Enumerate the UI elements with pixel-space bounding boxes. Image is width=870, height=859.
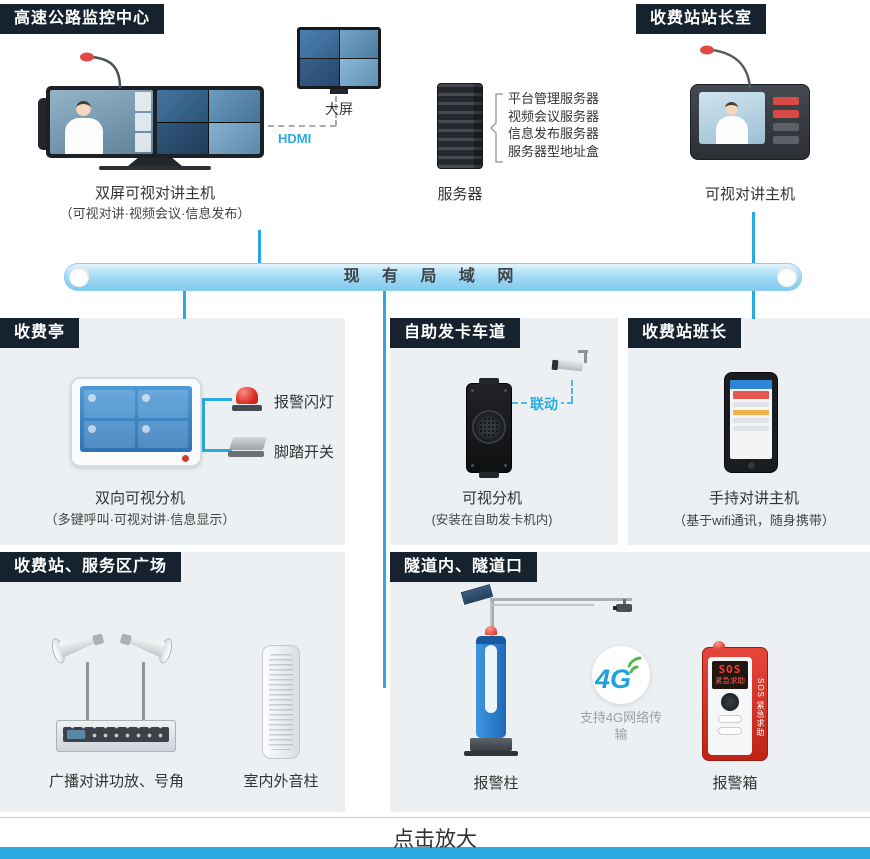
linkage-dashed-line-v (571, 380, 573, 402)
4g-badge: 4G 支持4G网络传输 (569, 646, 673, 743)
box-speaker-icon (721, 693, 739, 711)
sos-led-text: SOS (718, 663, 742, 676)
box-beacon-icon (713, 641, 725, 649)
dual-screen-host-icon (38, 52, 264, 170)
brace-icon (490, 93, 503, 163)
lan-bar-endcap-right (777, 267, 797, 287)
server-list-item: 平台管理服务器 (508, 91, 600, 106)
hdmi-label: HDMI (278, 131, 312, 146)
card-lane-device-sublabel: (安装在自助发卡机内) (431, 513, 553, 527)
visual-extension-icon (466, 378, 512, 478)
big-screen-icon (297, 27, 381, 94)
sos-led-subtext: 紧急求助 (715, 676, 745, 685)
box-side-strip-text: SOS 紧急求助 (756, 678, 765, 738)
server-list-item: 服务器型地址盒 (508, 143, 600, 159)
column-speaker-label: 室内外音柱 (243, 773, 319, 790)
foot-switch-icon (228, 437, 268, 457)
visual-intercom-host-icon (690, 45, 810, 160)
box-button (718, 715, 742, 723)
pole-camera-icon (613, 599, 632, 612)
dual-host-sublabel: （可视对讲·视频会议·信息发布） (59, 206, 251, 221)
footer-accent-bar (0, 847, 870, 859)
gooseneck-mic-icon (700, 45, 752, 88)
alarm-light-label: 报警闪灯 (274, 394, 335, 411)
foot-switch-label: 脚踏开关 (274, 444, 335, 461)
server-list-item: 信息发布服务器 (508, 126, 600, 141)
pole-beacon-icon (485, 626, 497, 635)
foreman-device-sublabel: （基于wifi通讯，随身携带） (673, 513, 835, 528)
big-screen-label: 大屏 (325, 101, 353, 117)
booth-link-line (202, 398, 232, 401)
hdmi-dashed-line-h (268, 125, 336, 127)
badge-plaza: 收费站、服务区广场 (0, 552, 182, 582)
4g-icon: 4G (592, 646, 650, 704)
foreman-device-label: 手持对讲主机 (708, 490, 799, 507)
4g-label: 4G (595, 664, 631, 694)
connector-center-trunk (383, 290, 386, 688)
connector-toll-booth (183, 290, 186, 319)
box-button (718, 727, 742, 735)
connector-monitor-center (258, 230, 261, 264)
sos-led-display: SOS 紧急求助 (712, 661, 748, 689)
intercom-keys (773, 97, 799, 144)
badge-foreman: 收费站班长 (628, 318, 742, 348)
horn-pole (86, 662, 89, 722)
booth-link-line (202, 398, 205, 452)
footer-divider (0, 817, 870, 818)
broadcast-amplifier-icon (56, 720, 176, 752)
station-master-device-label: 可视对讲主机 (704, 186, 795, 203)
lan-bar-endcap-left (69, 267, 89, 287)
video-call-screen (50, 90, 153, 154)
alarm-box-icon: SOS 紧急求助 SOS 紧急求助 (702, 641, 768, 761)
hdmi-dashed-line-v (335, 96, 337, 126)
booth-link-line (202, 449, 232, 452)
gooseneck-mic-icon (80, 52, 122, 88)
4g-caption: 支持4G网络传输 (579, 710, 663, 742)
server-list-item: 视频会议服务器 (508, 108, 600, 124)
server-list: 平台管理服务器 视频会议服务器 信息发布服务器 服务器型地址盒 (508, 90, 599, 160)
amplifier-label: 广播对讲功放、号角 (48, 773, 184, 790)
two-way-extension-icon (70, 377, 202, 467)
card-lane-device-label: 可视分机 (461, 490, 522, 507)
toll-booth-device-label: 双向可视分机 (94, 490, 185, 507)
toll-booth-device-sublabel: （多键呼叫·可视对讲·信息显示） (44, 512, 236, 527)
connector-foreman (752, 290, 755, 319)
intercom-screen (699, 92, 765, 144)
lan-bar-label: 现 有 局 域 网 (343, 268, 523, 285)
alarm-flash-light-icon (230, 387, 264, 411)
badge-card-lane: 自助发卡车道 (390, 318, 521, 348)
column-speaker-icon (262, 645, 300, 759)
alarm-pole-icon (456, 584, 666, 768)
badge-station-master: 收费站站长室 (636, 4, 767, 34)
alarm-box-label: 报警箱 (712, 775, 758, 792)
connector-station-master (752, 212, 755, 264)
badge-monitor-center: 高速公路监控中心 (0, 4, 165, 34)
lan-bar: 现 有 局 域 网 (64, 263, 802, 291)
cctv-camera-icon (551, 350, 598, 386)
zoom-in-link[interactable]: 点击放大 (393, 828, 477, 851)
handheld-intercom-icon (724, 372, 778, 473)
badge-tunnel: 隧道内、隧道口 (390, 552, 538, 582)
badge-toll-booth: 收费亭 (0, 318, 80, 348)
server-rack-icon (437, 83, 483, 169)
dual-host-label: 双屏可视对讲主机 (94, 185, 215, 202)
surveillance-grid-screen (157, 90, 260, 154)
linkage-label: 联动 (527, 394, 561, 414)
alarm-pole-label: 报警柱 (473, 775, 519, 792)
server-label: 服务器 (437, 186, 483, 203)
horn-pole (142, 662, 145, 722)
